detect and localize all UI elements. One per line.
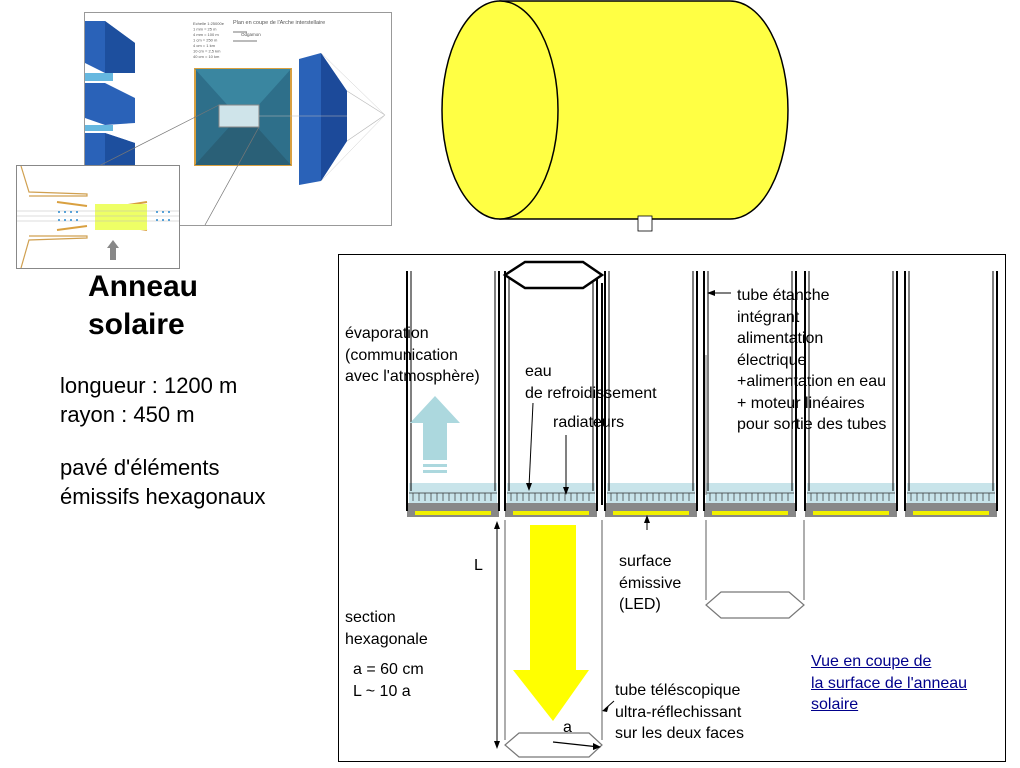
spec-pave: pavé d'éléments émissifs hexagonaux bbox=[60, 453, 265, 511]
telescopic-tube-raised bbox=[502, 260, 605, 505]
zoom-inset-svg bbox=[17, 166, 179, 268]
length-dimension bbox=[494, 521, 500, 749]
emitter-cell bbox=[406, 271, 500, 517]
title-line-1: Anneau bbox=[88, 270, 199, 303]
evaporation-label: évaporation (communication avec l'atmosp… bbox=[345, 325, 480, 385]
scale-legend-line: 40 cm = 10 km bbox=[193, 54, 220, 59]
pointer-up-icon bbox=[107, 240, 119, 260]
central-module bbox=[194, 68, 292, 166]
emitter-cell bbox=[604, 271, 698, 517]
telescopic-tube-extended bbox=[504, 520, 603, 758]
emissive-surface-label: surface émissive (LED) bbox=[619, 553, 682, 613]
hexagonal-section-label: section hexagonale bbox=[345, 609, 428, 648]
emitter-cell bbox=[504, 271, 598, 517]
plan-author: Odgamon bbox=[241, 32, 261, 37]
diagram-caption: Vue en coupe de la surface de l'anneau s… bbox=[811, 653, 968, 713]
a-label: a bbox=[563, 719, 572, 736]
plan-title: Plan en coupe de l'Arche interstellaire bbox=[233, 20, 325, 26]
cooling-water-label: eau de refroidissement bbox=[525, 363, 657, 402]
spec-pave-line-2: émissifs hexagonaux bbox=[60, 484, 266, 509]
scale-legend-line: 10 cm = 2,5 km bbox=[193, 49, 221, 54]
evaporation-arrow bbox=[410, 396, 460, 460]
parameters-label: a = 60 cm L ~ 10 a bbox=[353, 661, 424, 700]
spec-dimensions: longueur : 1200 m rayon : 450 m bbox=[60, 371, 237, 429]
scale-legend-line: 1 cm = 250 m bbox=[193, 38, 218, 43]
spec-radius: rayon : 450 m bbox=[60, 402, 195, 427]
emitter-cell bbox=[904, 271, 998, 517]
solar-ring-cylinder bbox=[441, 0, 789, 232]
spec-pave-line-1: pavé d'éléments bbox=[60, 455, 220, 480]
title-line-2: solaire bbox=[88, 308, 185, 341]
length-label: L bbox=[474, 557, 483, 574]
right-sail bbox=[259, 52, 386, 185]
cross-section-svg bbox=[406, 260, 998, 758]
scale-legend-line: 4 mm = 100 m bbox=[193, 32, 219, 37]
emitter-cell bbox=[703, 271, 797, 517]
zoom-inset bbox=[16, 165, 180, 269]
a-dimension-line bbox=[552, 741, 600, 748]
cross-section-panel: évaporation (communication avec l'atmosp… bbox=[338, 254, 1006, 762]
telescopic-tube-extended-2 bbox=[705, 355, 805, 619]
emitter-cell bbox=[804, 271, 898, 517]
light-emission-arrow bbox=[513, 525, 589, 721]
sealed-tube-label: tube étanche intégrant alimentation élec… bbox=[737, 287, 887, 433]
scale-legend-line: 1 mm = 25 m bbox=[193, 27, 217, 32]
slide-title: Anneau solaire bbox=[88, 268, 198, 344]
scale-legend-line: 4 cm = 1 km bbox=[193, 43, 216, 48]
detail-marker bbox=[637, 215, 653, 232]
spec-length: longueur : 1200 m bbox=[60, 373, 238, 398]
scale-legend-line: Echelle 1:25000e bbox=[193, 21, 225, 26]
radiators-label: radiateurs bbox=[553, 414, 625, 431]
telescopic-tube-label: tube téléscopique ultra-réflechissant su… bbox=[615, 682, 744, 742]
